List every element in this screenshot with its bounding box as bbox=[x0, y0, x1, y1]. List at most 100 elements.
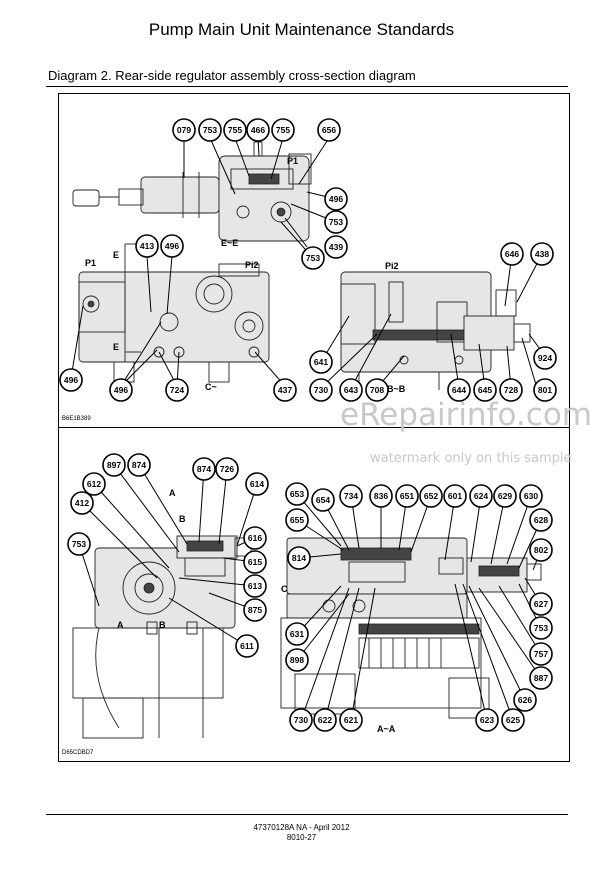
svg-text:466: 466 bbox=[251, 125, 265, 135]
svg-text:653: 653 bbox=[290, 489, 304, 499]
callout-728: 728 bbox=[499, 378, 523, 402]
callout-898: 898 bbox=[285, 648, 309, 672]
callout-614: 614 bbox=[245, 472, 269, 496]
svg-text:630: 630 bbox=[524, 491, 538, 501]
callout-412: 412 bbox=[70, 491, 94, 515]
svg-text:726: 726 bbox=[220, 464, 234, 474]
callout-755: 755 bbox=[271, 118, 295, 142]
callout-651: 651 bbox=[395, 484, 419, 508]
svg-text:836: 836 bbox=[374, 491, 388, 501]
bottom-diagram-drawing: A~A A B C A B 897 874 612 412 753 874 72… bbox=[67, 453, 553, 739]
callout-631: 631 bbox=[285, 622, 309, 646]
callout-887: 887 bbox=[529, 666, 553, 690]
page-title: Pump Main Unit Maintenance Standards bbox=[148, 20, 455, 39]
callout-646: 646 bbox=[500, 242, 524, 266]
svg-text:615: 615 bbox=[248, 557, 262, 567]
svg-text:755: 755 bbox=[228, 125, 242, 135]
section-marker-b-bottom: B bbox=[159, 620, 166, 630]
callout-615: 615 bbox=[243, 550, 267, 574]
svg-text:624: 624 bbox=[474, 491, 488, 501]
svg-text:496: 496 bbox=[64, 375, 78, 385]
svg-text:651: 651 bbox=[400, 491, 414, 501]
callout-801: 801 bbox=[533, 378, 557, 402]
svg-text:755: 755 bbox=[276, 125, 290, 135]
callout-622: 622 bbox=[313, 708, 337, 732]
section-label-a-a: A~A bbox=[377, 724, 396, 734]
svg-text:601: 601 bbox=[448, 491, 462, 501]
e-e-section-drawing bbox=[72, 141, 312, 242]
svg-text:628: 628 bbox=[534, 515, 548, 525]
svg-text:753: 753 bbox=[534, 623, 548, 633]
callout-413: 413 bbox=[135, 234, 159, 258]
port-label-pi2-left: Pi2 bbox=[245, 260, 259, 270]
callout-802: 802 bbox=[529, 538, 553, 562]
svg-text:728: 728 bbox=[504, 385, 518, 395]
watermark-note: watermark only on this sample bbox=[370, 451, 572, 466]
svg-text:652: 652 bbox=[424, 491, 438, 501]
svg-text:887: 887 bbox=[534, 673, 548, 683]
callout-753: 753 bbox=[324, 210, 348, 234]
svg-text:079: 079 bbox=[177, 125, 191, 135]
callout-874: 874 bbox=[192, 457, 216, 481]
callout-627: 627 bbox=[529, 592, 553, 616]
callout-496: 496 bbox=[109, 378, 133, 402]
heading-divider bbox=[46, 86, 568, 87]
left-regulator-body-drawing bbox=[78, 243, 270, 383]
callout-875: 875 bbox=[243, 598, 267, 622]
callout-079: 079 bbox=[172, 118, 196, 142]
svg-text:753: 753 bbox=[72, 539, 86, 549]
svg-text:802: 802 bbox=[534, 545, 548, 555]
svg-text:708: 708 bbox=[370, 385, 384, 395]
callout-437: 437 bbox=[273, 378, 297, 402]
callout-654: 654 bbox=[311, 488, 335, 512]
callout-655: 655 bbox=[285, 508, 309, 532]
svg-text:412: 412 bbox=[75, 498, 89, 508]
svg-text:626: 626 bbox=[518, 695, 532, 705]
callout-653: 653 bbox=[285, 482, 309, 506]
callout-623: 623 bbox=[475, 708, 499, 732]
section-marker-b-top: B bbox=[179, 514, 186, 524]
callout-621: 621 bbox=[339, 708, 363, 732]
diagram-heading: Diagram 2. Rear-side regulator assembly … bbox=[48, 68, 416, 83]
callout-496: 496 bbox=[324, 187, 348, 211]
svg-text:898: 898 bbox=[290, 655, 304, 665]
svg-text:437: 437 bbox=[278, 385, 292, 395]
callout-924: 924 bbox=[533, 346, 557, 370]
svg-text:614: 614 bbox=[250, 479, 264, 489]
section-marker-e-top: E bbox=[113, 250, 119, 260]
callout-753: 753 bbox=[301, 246, 325, 270]
callout-496: 496 bbox=[160, 234, 184, 258]
callout-656: 656 bbox=[317, 118, 341, 142]
bottom-figure-code: D65CDBD7 bbox=[62, 750, 94, 756]
section-marker-e-bottom: E bbox=[113, 342, 119, 352]
svg-text:645: 645 bbox=[478, 385, 492, 395]
svg-text:730: 730 bbox=[314, 385, 328, 395]
callout-897: 897 bbox=[102, 453, 126, 477]
callout-753: 753 bbox=[529, 616, 553, 640]
callout-874: 874 bbox=[127, 453, 151, 477]
callout-611: 611 bbox=[235, 634, 259, 658]
section-label-b-b: B~B bbox=[387, 384, 406, 394]
callout-724: 724 bbox=[165, 378, 189, 402]
callout-753: 753 bbox=[67, 532, 91, 556]
callout-613: 613 bbox=[243, 574, 267, 598]
callout-757: 757 bbox=[529, 642, 553, 666]
svg-text:753: 753 bbox=[329, 217, 343, 227]
port-label-p1-upper: P1 bbox=[287, 156, 298, 166]
svg-text:438: 438 bbox=[535, 249, 549, 259]
svg-text:874: 874 bbox=[132, 460, 146, 470]
section-marker-a-bottom: A bbox=[117, 620, 124, 630]
callout-466: 466 bbox=[246, 118, 270, 142]
svg-text:612: 612 bbox=[87, 479, 101, 489]
svg-text:641: 641 bbox=[314, 357, 328, 367]
callout-645: 645 bbox=[473, 378, 497, 402]
svg-text:625: 625 bbox=[506, 715, 520, 725]
callout-439: 439 bbox=[324, 235, 348, 259]
svg-text:730: 730 bbox=[294, 715, 308, 725]
svg-text:656: 656 bbox=[322, 125, 336, 135]
svg-text:616: 616 bbox=[248, 533, 262, 543]
callout-630: 630 bbox=[519, 484, 543, 508]
callout-626: 626 bbox=[513, 688, 537, 712]
callout-496: 496 bbox=[59, 368, 83, 392]
top-figure-code: B6E1B389 bbox=[62, 416, 91, 422]
